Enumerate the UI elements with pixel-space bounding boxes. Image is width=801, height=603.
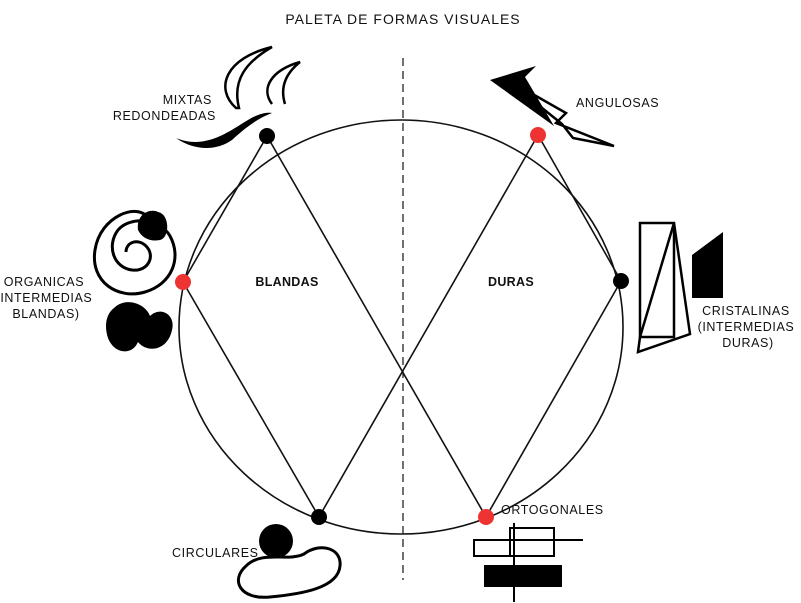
circulares-illustration: [236, 524, 342, 599]
node-ortogonales: [478, 509, 494, 525]
region-label-blandas: BLANDAS: [255, 275, 318, 289]
node-organicas: [175, 274, 191, 290]
node-angulosas: [530, 127, 546, 143]
mixtas-redondeadas-illustration: [176, 45, 301, 148]
main-circle: [178, 119, 624, 535]
ortogonales-illustration: [473, 523, 583, 602]
node-circulares: [311, 509, 327, 525]
cristalinas-illustration: [636, 221, 723, 354]
label-mixtas-redondeadas: MIXTAS REDONDEADAS: [113, 93, 216, 123]
diagram-title: PALETA DE FORMAS VISUALES: [285, 11, 520, 27]
label-angulosas: ANGULOSAS: [576, 96, 659, 110]
label-circulares: CIRCULARES: [172, 546, 259, 560]
connection-lines: [182, 134, 622, 518]
node-cristalinas: [613, 273, 629, 289]
angulosas-illustration: [490, 66, 615, 148]
label-organicas: ORGANICAS (INTERMEDIAS BLANDAS): [0, 275, 96, 321]
label-ortogonales: ORTOGONALES: [501, 503, 604, 517]
organicas-illustration: [92, 209, 177, 352]
region-label-duras: DURAS: [488, 275, 534, 289]
label-cristalinas: CRISTALINAS (INTERMEDIAS DURAS): [698, 304, 799, 350]
node-mixtas-redondeadas: [259, 128, 275, 144]
